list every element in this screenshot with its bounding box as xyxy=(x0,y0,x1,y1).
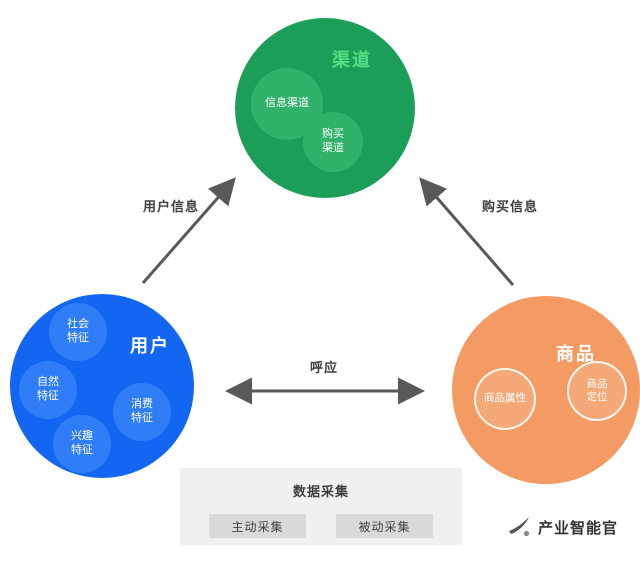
product-sub-positioning: 商品 定位 xyxy=(567,361,627,421)
channel-circle: 渠道 信息渠道 购买 渠道 xyxy=(235,18,415,198)
brand-name: 产业智能官 xyxy=(538,519,619,537)
product-sub-attribute: 商品属性 xyxy=(474,368,536,430)
user-feature-consumption: 消费 特征 xyxy=(113,383,171,441)
data-collection-panel: 数据采集 主动采集 被动采集 xyxy=(180,468,462,545)
purchase-info-label: 购买信息 xyxy=(482,199,539,214)
brand-watermark: 产业智能官 xyxy=(506,514,618,540)
user-circle: 用户 社会 特征 自然 特征 消费 特征 兴趣 特征 xyxy=(10,294,194,478)
product-label: 商品 xyxy=(556,344,596,364)
passive-collection-button: 被动采集 xyxy=(336,514,433,538)
channel-label: 渠道 xyxy=(332,50,372,70)
user-feature-social: 社会 特征 xyxy=(49,303,107,361)
channel-sub-purchase: 购买 渠道 xyxy=(303,112,363,172)
echo-label: 呼应 xyxy=(310,360,339,375)
data-collection-buttons: 主动采集 被动采集 xyxy=(180,514,462,538)
user-feature-natural: 自然 特征 xyxy=(19,361,77,419)
user-info-label: 用户信息 xyxy=(143,199,200,214)
channel-sub-info: 信息渠道 xyxy=(251,68,323,140)
data-collection-title: 数据采集 xyxy=(292,484,349,499)
product-circle: 商品 商品属性 商品 定位 xyxy=(452,296,640,484)
brand-logo-icon xyxy=(509,517,530,537)
user-feature-interest: 兴趣 特征 xyxy=(53,415,111,473)
user-label: 用户 xyxy=(130,336,170,356)
active-collection-button: 主动采集 xyxy=(209,514,306,538)
